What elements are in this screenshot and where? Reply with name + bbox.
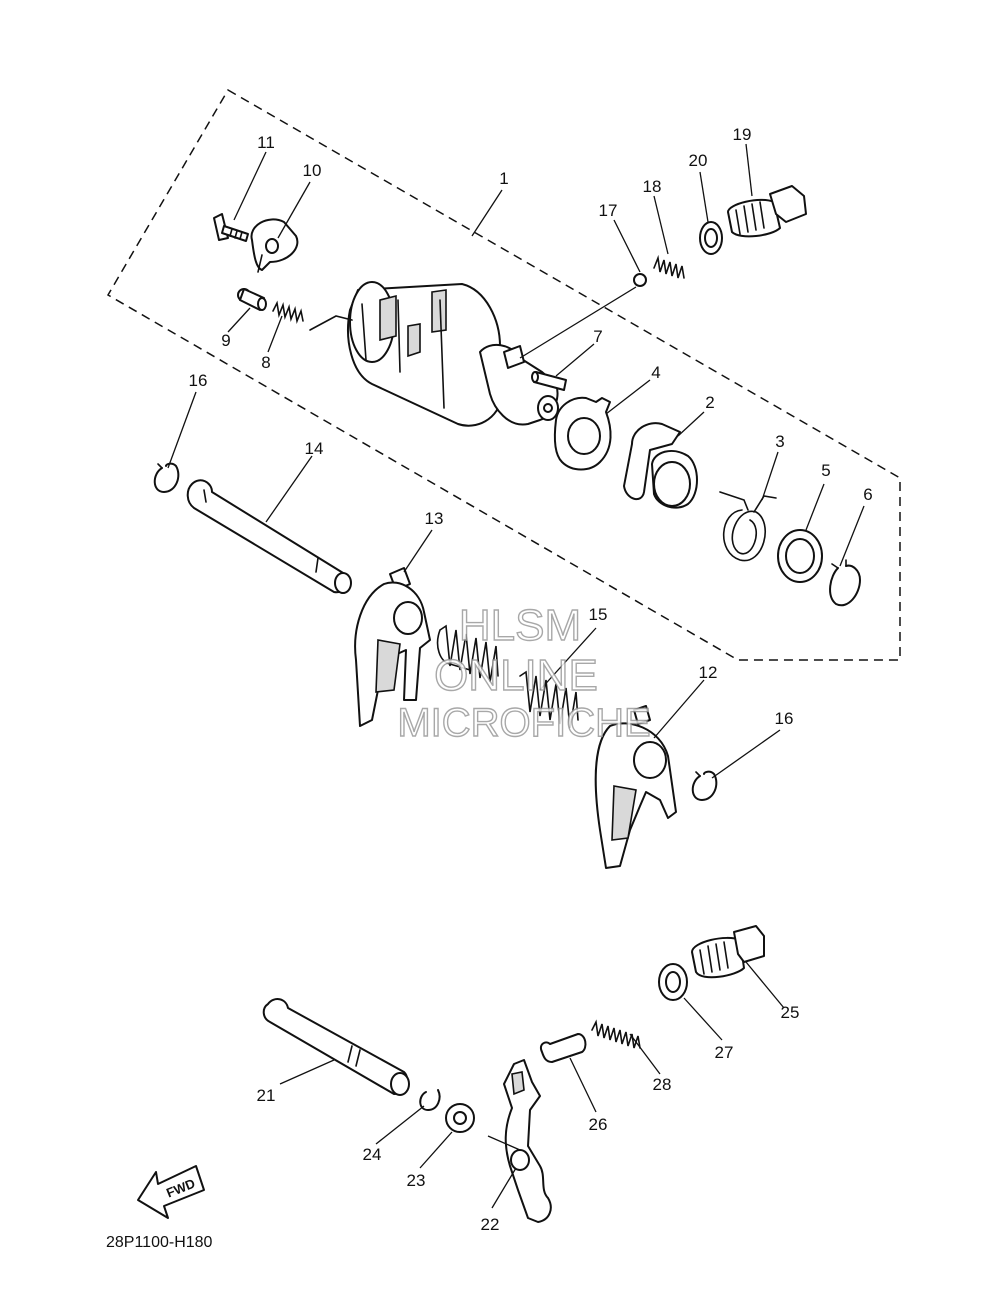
callout-19: 19 [733,125,752,144]
part-21-shift-shaft[interactable] [262,998,410,1096]
callout-13: 13 [425,509,444,528]
part-1-shift-drum[interactable] [309,281,559,427]
part-6-circlip[interactable] [829,559,861,607]
callout-16-left: 16 [189,371,208,390]
callout-18: 18 [643,177,662,196]
diagram-code: 28P1100-H180 [106,1234,213,1251]
part-3-torsion-spring[interactable] [719,491,777,562]
part-25-plug-bolt[interactable] [691,925,765,979]
callout-5: 5 [821,461,830,480]
part-20-gasket[interactable] [699,221,723,255]
part-2-stopper-lever[interactable] [623,422,698,509]
callout-17: 17 [599,201,618,220]
callout-4: 4 [651,363,660,382]
callout-28: 28 [653,1075,672,1094]
watermark-line-3: MICROFICHE [397,701,650,745]
part-17-ball[interactable] [633,273,647,287]
part-13-shift-fork[interactable] [354,567,431,727]
callout-labels: 1 2 3 4 5 6 7 8 9 10 11 12 13 14 15 16 1… [189,125,873,1234]
callout-20: 20 [689,151,708,170]
part-26-pin[interactable] [540,1033,587,1063]
part-5-washer[interactable] [777,529,823,583]
callout-25: 25 [781,1003,800,1022]
fwd-arrow-icon: FWD [137,1165,205,1219]
callout-15: 15 [589,605,608,624]
part-27-gasket[interactable] [658,963,688,1001]
part-9-pin[interactable] [237,288,267,311]
part-24-circlip[interactable] [419,1089,441,1111]
watermark-line-1: HLSM [459,601,581,650]
callout-26: 26 [589,1115,608,1134]
callout-24: 24 [363,1145,382,1164]
callout-1: 1 [499,169,508,188]
callout-16-right: 16 [775,709,794,728]
part-16-circlip-left[interactable] [153,462,180,493]
part-7-dowel-pin[interactable] [531,371,567,391]
part-11-screw[interactable] [213,213,249,242]
callout-9: 9 [221,331,230,350]
callout-12: 12 [699,663,718,682]
watermark: HLSM ONLINE MICROFICHE [397,600,652,745]
callout-10: 10 [303,161,322,180]
callout-3: 3 [775,432,784,451]
part-18-spring[interactable] [653,254,685,279]
callout-14: 14 [305,439,324,458]
part-23-washer[interactable] [445,1103,475,1133]
callout-11: 11 [257,133,275,152]
callout-7: 7 [593,327,602,346]
leader-lines [167,143,865,1209]
part-15-fork-springs[interactable] [436,624,579,729]
part-19-plug-bolt[interactable] [727,185,807,238]
part-14-fork-shaft[interactable] [186,479,352,594]
part-16-circlip-right[interactable] [691,770,718,801]
part-22-shift-arm[interactable] [503,1059,552,1223]
callout-22: 22 [481,1215,500,1234]
callout-2: 2 [705,393,714,412]
callout-8: 8 [261,353,270,372]
watermark-line-2: ONLINE [434,651,598,700]
part-10-stopper-plate[interactable] [250,218,299,273]
part-8-spring[interactable] [272,300,304,324]
callout-23: 23 [407,1171,426,1190]
part-12-shift-fork[interactable] [594,705,677,869]
callout-27: 27 [715,1043,734,1062]
callout-6: 6 [863,485,872,504]
callout-21: 21 [257,1086,276,1105]
part-4-segment[interactable] [553,396,612,471]
part-28-spring[interactable] [591,1019,641,1049]
assembly-boundary [106,88,901,661]
